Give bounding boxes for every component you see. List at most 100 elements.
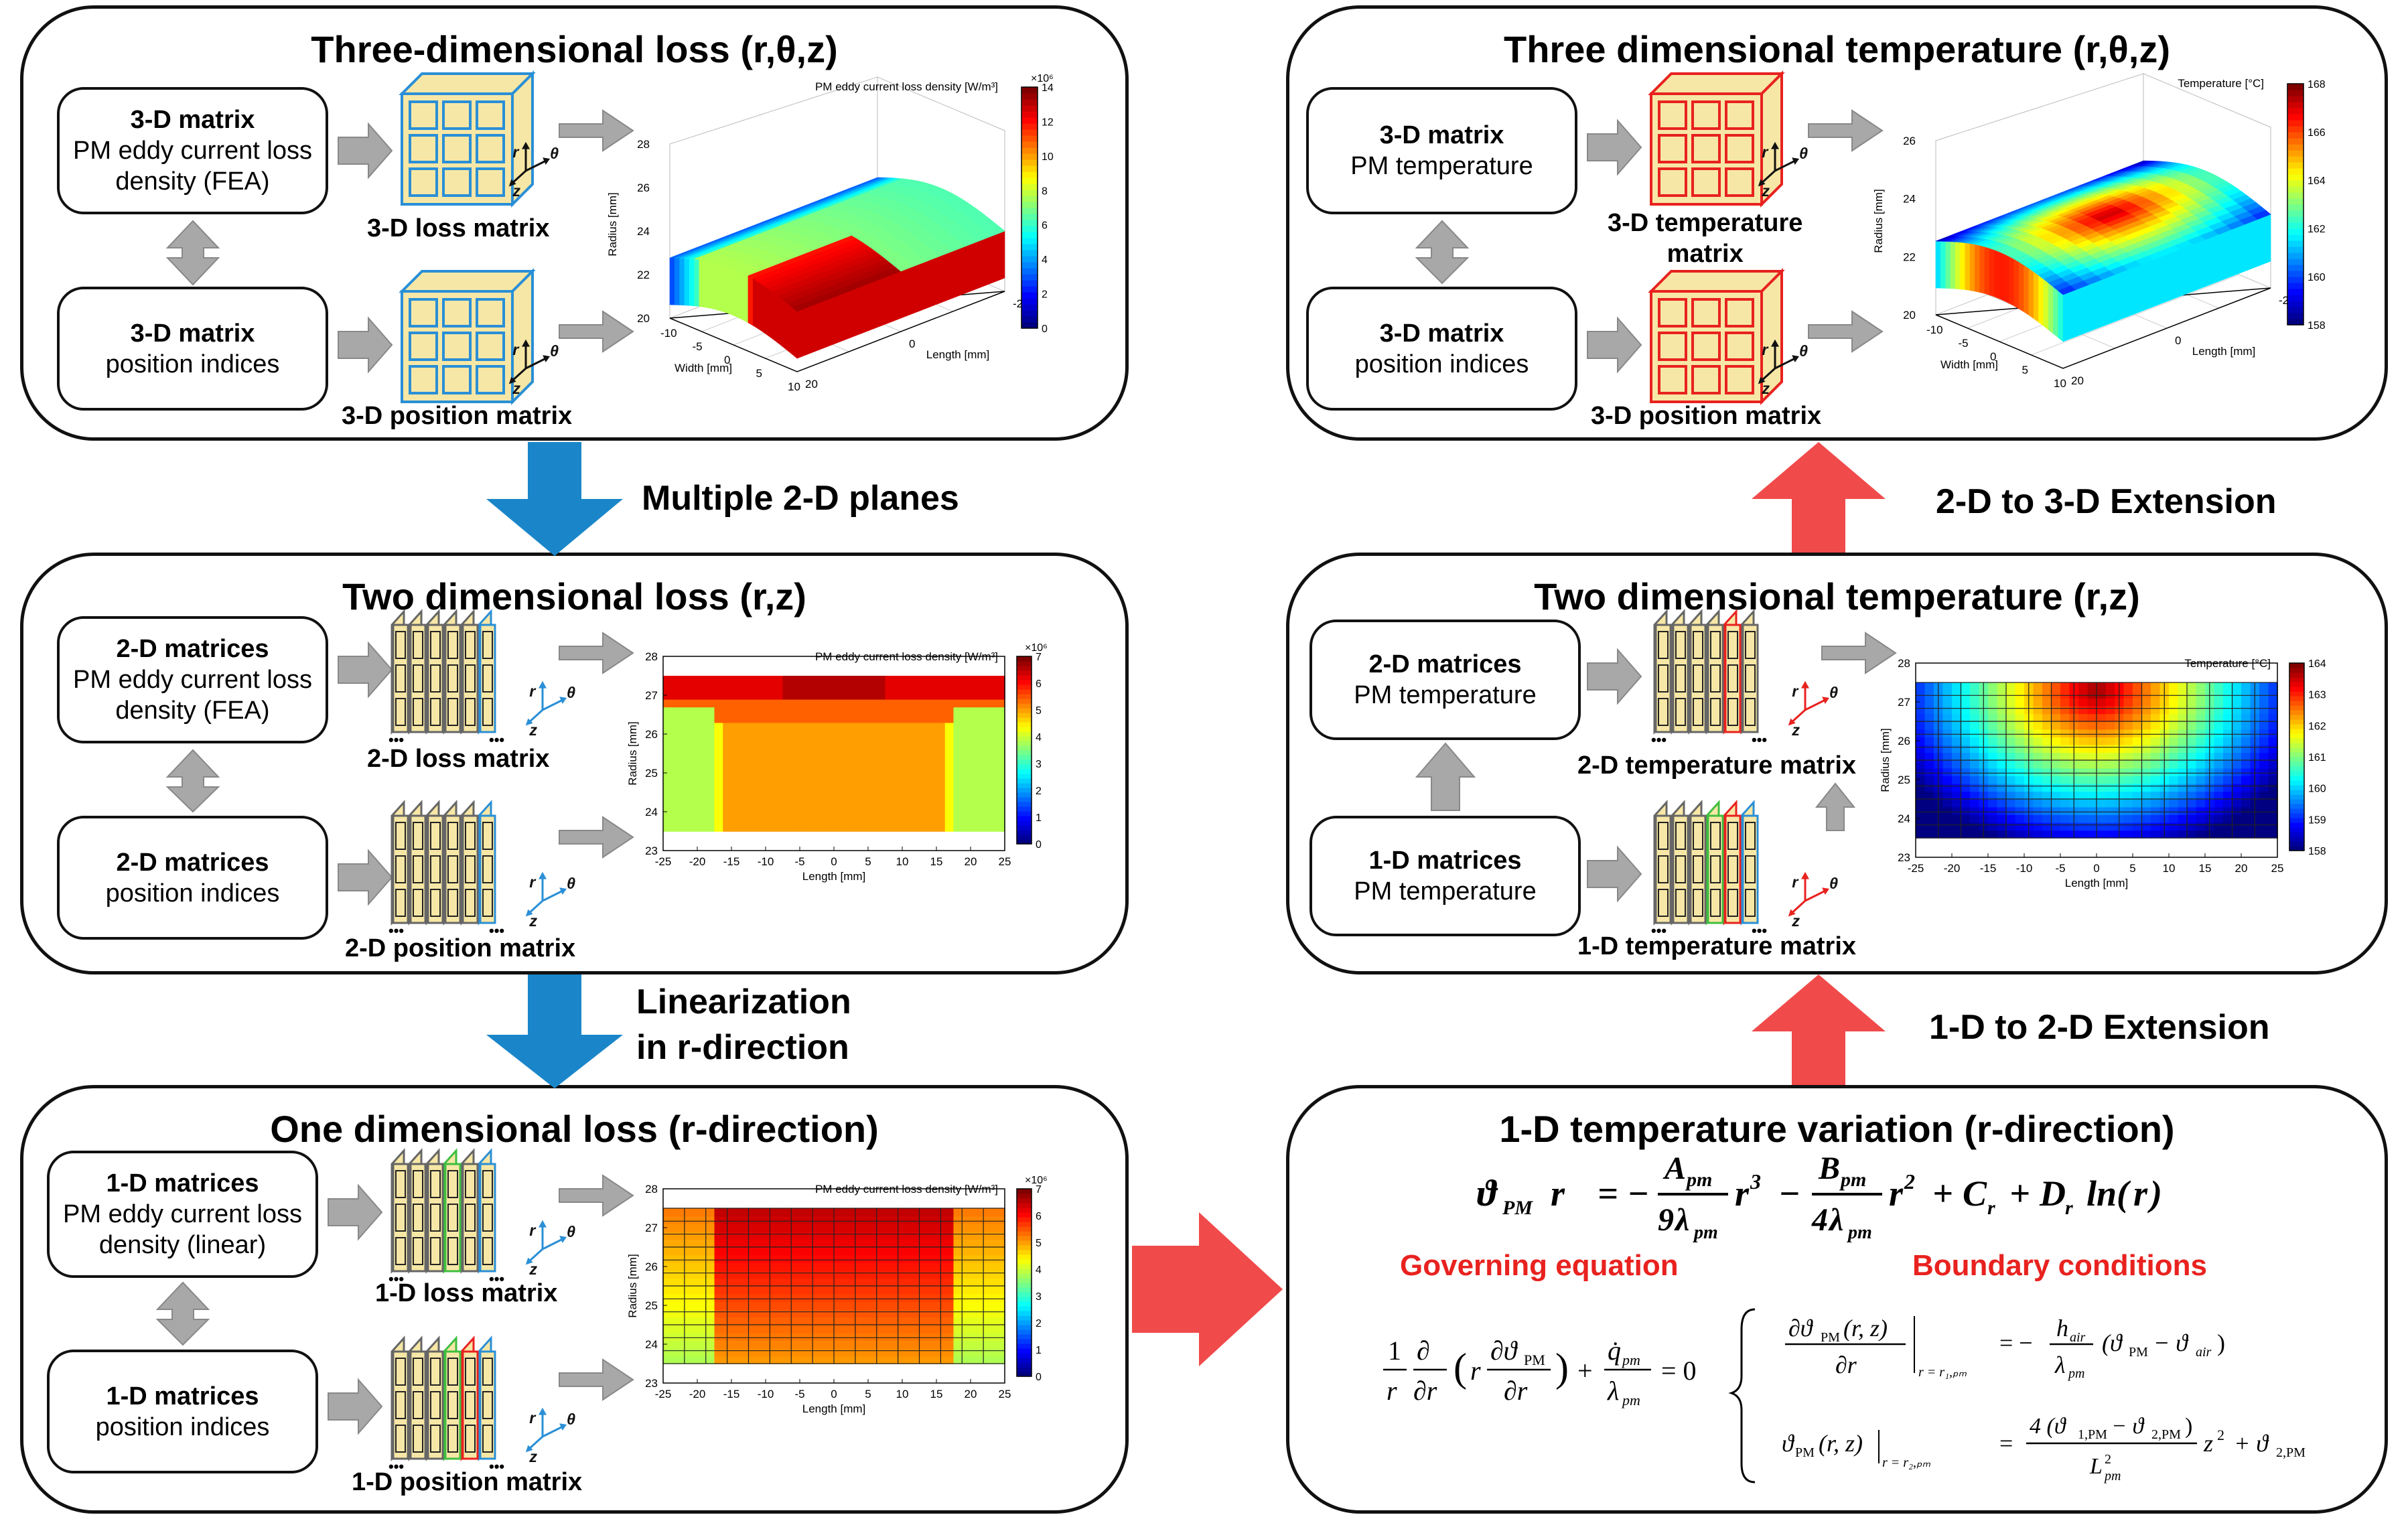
x-tick-label: 10 bbox=[896, 1388, 909, 1400]
heatmap-cell bbox=[774, 1286, 784, 1295]
axis-theta-head bbox=[559, 697, 567, 704]
heatmap-cell bbox=[2042, 744, 2052, 753]
heatmap-cell bbox=[953, 1348, 963, 1357]
heatmap-cell bbox=[782, 776, 792, 786]
colorbar-segment bbox=[1017, 745, 1032, 751]
heatmap-cell bbox=[1952, 822, 1962, 831]
heatmap-cell bbox=[936, 823, 946, 832]
heatmap-cell bbox=[723, 722, 732, 731]
heatmap-cell bbox=[800, 1224, 809, 1232]
surface-patch bbox=[2252, 210, 2271, 220]
eq-symbol: (r, z) bbox=[1819, 1430, 1863, 1457]
heatmap-cell bbox=[757, 1293, 766, 1302]
heatmap-cell bbox=[1942, 713, 1953, 722]
eq-symbol: λ bbox=[2054, 1352, 2066, 1378]
colorbar-segment bbox=[1017, 708, 1032, 713]
heatmap-cell bbox=[851, 707, 861, 715]
plane-cell bbox=[465, 1425, 476, 1453]
plane-cell bbox=[1658, 889, 1669, 917]
x-tick-label: 15 bbox=[2199, 862, 2212, 875]
eq-paren: ) bbox=[2147, 1173, 2162, 1214]
heatmap-cell bbox=[1916, 682, 1926, 691]
heatmap-cell bbox=[714, 784, 724, 793]
heatmap-cell bbox=[748, 1356, 758, 1364]
heatmap-cell bbox=[1997, 737, 2007, 745]
heatmap-cell bbox=[680, 676, 690, 684]
heatmap-cell bbox=[817, 1216, 827, 1224]
heatmap-cell bbox=[2033, 806, 2043, 815]
heatmap-cell bbox=[910, 1301, 920, 1310]
plane-cell bbox=[482, 889, 493, 917]
heatmap-cell bbox=[944, 784, 954, 793]
heatmap-cell bbox=[996, 1356, 1005, 1364]
heatmap-cell bbox=[834, 722, 843, 731]
heatmap-cell bbox=[928, 1254, 937, 1263]
colorbar-segment bbox=[1017, 703, 1032, 709]
heatmap-cell bbox=[663, 823, 672, 832]
axis-r-head bbox=[539, 871, 547, 879]
heatmap-cell bbox=[1916, 737, 1926, 745]
colorbar-segment bbox=[2289, 677, 2304, 682]
heatmap-cell bbox=[962, 707, 971, 715]
heatmap-cell bbox=[2178, 760, 2188, 769]
heatmap-cell bbox=[928, 745, 937, 754]
heatmap-cell bbox=[825, 1286, 835, 1295]
heatmap-cell bbox=[962, 823, 971, 832]
colorbar-segment bbox=[2287, 271, 2304, 277]
heatmap-cell bbox=[739, 1340, 750, 1349]
heatmap-cell bbox=[851, 730, 861, 739]
heatmap-cell bbox=[2133, 768, 2143, 776]
heatmap-cell bbox=[808, 769, 818, 778]
heatmap-cell bbox=[902, 1317, 912, 1325]
heatmap-cell bbox=[944, 676, 954, 684]
colorbar-segment bbox=[1017, 1325, 1032, 1330]
heatmap-cell bbox=[2078, 830, 2088, 839]
heatmap-cell bbox=[936, 715, 946, 723]
heatmap-cell bbox=[996, 699, 1005, 708]
heatmap-cell bbox=[2087, 799, 2097, 808]
heatmap-cell bbox=[1942, 698, 1953, 707]
heatmap-cell bbox=[2141, 799, 2151, 808]
heatmap-cell bbox=[2214, 791, 2224, 800]
heatmap-cell bbox=[774, 1278, 784, 1287]
heatmap-cell bbox=[834, 683, 843, 692]
z-tick-label: 20 bbox=[1903, 309, 1916, 321]
heatmap-cell bbox=[971, 761, 980, 770]
heatmap-cell bbox=[842, 715, 852, 723]
heatmap-cell bbox=[817, 699, 827, 708]
heatmap-cell bbox=[842, 1317, 852, 1325]
colorbar-tick-label: 161 bbox=[2308, 752, 2326, 764]
heatmap-cell bbox=[671, 815, 681, 824]
heatmap-cell bbox=[936, 683, 946, 692]
heatmap-cell bbox=[774, 776, 784, 786]
heatmap-cell bbox=[791, 1208, 800, 1217]
heatmap-cell bbox=[842, 707, 852, 715]
heatmap-cell bbox=[919, 823, 929, 832]
cube-cell bbox=[1691, 134, 1721, 163]
heatmap-cell bbox=[2033, 791, 2043, 800]
plane-cell bbox=[482, 1391, 493, 1419]
heatmap-cell bbox=[739, 1325, 750, 1333]
heatmap-cell bbox=[2015, 729, 2025, 737]
heatmap-cell bbox=[842, 1216, 852, 1224]
heatmap-cell bbox=[936, 745, 946, 754]
heatmap-cell bbox=[2051, 768, 2061, 776]
heatmap-cell bbox=[2196, 799, 2206, 808]
heatmap-cell bbox=[2141, 783, 2151, 792]
heatmap-cell bbox=[2033, 822, 2043, 831]
plane-cell bbox=[1675, 664, 1686, 693]
heatmap-cell bbox=[2196, 791, 2206, 800]
heatmap-cell bbox=[1997, 721, 2007, 730]
heatmap-cell bbox=[902, 1208, 912, 1217]
heatmap-cell bbox=[944, 1301, 954, 1310]
heatmap-cell bbox=[919, 1216, 929, 1224]
heatmap-cell bbox=[2187, 698, 2197, 707]
heatmap-cell bbox=[1970, 698, 1980, 707]
heatmap-cell bbox=[859, 715, 869, 723]
eq-subscript: pm bbox=[1621, 1352, 1640, 1368]
heatmap-cell bbox=[859, 730, 869, 739]
axis-z-glyph: z bbox=[512, 380, 520, 397]
heatmap-cell bbox=[663, 1293, 672, 1302]
plane-cell bbox=[447, 631, 458, 659]
